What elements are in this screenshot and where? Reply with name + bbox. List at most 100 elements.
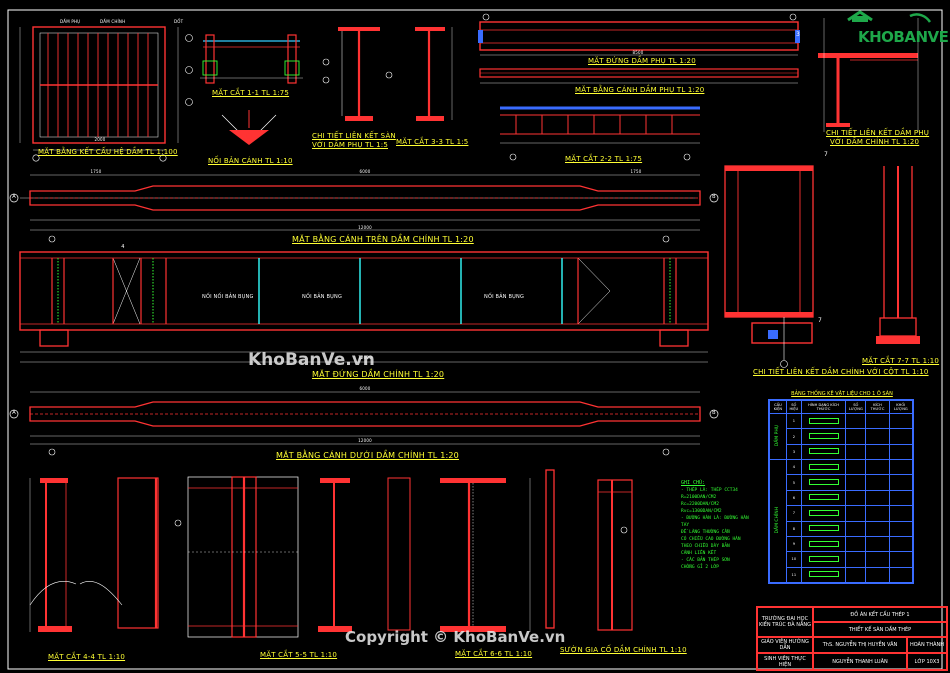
shape-cell [800, 566, 847, 584]
note-line: Rvc=1300DAN/CM2 [681, 509, 722, 514]
axis-7-top: 7 [823, 151, 829, 158]
table-cell [845, 489, 867, 507]
axis-a-bottom: A [12, 410, 16, 416]
axis-a-top: A [12, 194, 16, 200]
title-chi-tiet-lien-ket-san-1: CHI TIẾT LIÊN KẾT SÀN [312, 132, 396, 140]
table-row: 7 [770, 505, 914, 522]
note-line: CÓ CHIỀU CAO ĐƯỜNG HÀN [681, 537, 741, 542]
table-cell: 8 [785, 520, 802, 537]
shape-glyph [808, 571, 839, 578]
label-noi-noi-ban-bung: NỐI NỐI BẢN BỤNG [202, 294, 254, 300]
title-mat-cat-6-6: MẶT CẮT 6-6 TL 1:10 [455, 650, 533, 658]
table-cell [865, 535, 890, 553]
table-cell [888, 489, 914, 507]
shape-glyph [808, 509, 839, 516]
table-cell: 4 [785, 459, 802, 476]
group-label: DẦM PHỤ [775, 425, 781, 447]
title-mat-bang-canh-dam-phu: MẶT BẰNG CÁNH DẦM PHỤ TL 1:20 [575, 86, 705, 94]
table-cell: 1 [785, 412, 802, 430]
table-cell [845, 535, 867, 553]
axis-3-secondary: 3 [795, 31, 801, 38]
table-cell [845, 412, 867, 430]
shape-glyph [808, 417, 839, 424]
table-cell [845, 474, 867, 491]
dim-2000-plan: 2000 [94, 137, 106, 142]
dim-6000-bottom: 6000 [359, 386, 371, 391]
table-row: DẦM CHÍNH 4 [769, 459, 914, 583]
dim-12000-elev: 12000 [358, 355, 372, 360]
section-4-4 [29, 477, 159, 632]
table-cell [845, 566, 867, 584]
title-mat-dung-dam-chinh: MẶT ĐỨNG DẦM CHÍNH TL 1:20 [312, 370, 445, 379]
title-mat-dung-dam-phu: MẶT ĐỨNG DẦM PHỤ TL 1:20 [588, 57, 696, 65]
title-mat-cat-1-1: MẶT CẮT 1-1 TL 1:75 [212, 89, 290, 97]
table-cell [888, 412, 914, 430]
main-beam-elevation [19, 251, 709, 363]
section-5-5 [174, 476, 299, 638]
note-line: CHỐNG GỈ 2 LỚP [681, 565, 719, 570]
watermark-center: KhoBanVe.vn [248, 350, 375, 370]
table-header: KHỐI LƯỢNG [888, 400, 914, 414]
notes-block: GHI CHÚ: - THÉP LÀ: THÉP CCT34 R=2100DAN… [681, 480, 753, 571]
table-cell: 7 [785, 505, 802, 522]
table-row: 10 [770, 551, 914, 568]
stiffener-detail [545, 469, 633, 631]
table-cell [865, 551, 890, 568]
dim-8500-secondary: 8500 [632, 50, 644, 55]
table-cell [845, 520, 867, 537]
shape-glyph [808, 463, 839, 470]
group-cell: DẦM PHỤ [769, 412, 787, 461]
axis-b-top: B [712, 194, 716, 200]
material-table-title: BẢNG THỐNG KÊ VẬT LIỆU CHO 1 Ô SÀN [791, 391, 893, 397]
table-header: CẤU KIỆN [769, 400, 787, 414]
dim-1750-top-left: 1750 [90, 169, 102, 174]
table-cell [865, 489, 890, 507]
flange-splice-detail [221, 110, 277, 145]
label-noi-ban-bung-1: NỐI BẢN BỤNG [302, 294, 343, 300]
secondary-main-connection [818, 18, 919, 132]
shape-cell [800, 535, 847, 553]
svth-label: SINH VIÊN THỰC HIỆN [757, 653, 813, 670]
project-line-2: THIẾT KẾ SÀN DẦM THÉP [813, 622, 947, 637]
table-cell: 2 [785, 428, 802, 445]
table-cell [845, 551, 867, 568]
shape-cell [800, 551, 847, 568]
table-cell [888, 459, 914, 476]
shape-cell [800, 443, 847, 461]
gvhd-label: GIÁO VIÊN HƯỚNG DẪN [757, 637, 813, 653]
note-line: - CÁC BẢN THÉP SƠN [681, 558, 730, 563]
table-cell [888, 505, 914, 522]
title-mat-cat-2-2: MẶT CẮT 2-2 TL 1:75 [565, 155, 643, 163]
table-header: SỐ LƯỢNG [845, 400, 867, 414]
main-beam-top-flange-plan [9, 174, 719, 243]
label-noi-ban-bung-2: NỐI BẢN BỤNG [484, 294, 525, 300]
table-cell: 5 [785, 474, 802, 491]
group-cell: DẦM CHÍNH [769, 459, 787, 583]
table-cell [865, 505, 890, 522]
floor-framing-plan [19, 26, 193, 162]
label-dot: DỐT [174, 19, 184, 24]
table-cell [845, 443, 867, 461]
shape-glyph [808, 540, 839, 547]
section-6-6 [318, 477, 531, 632]
section-1-1 [200, 34, 303, 84]
table-cell: 6 [785, 489, 802, 507]
slab-connection-detail [322, 27, 380, 121]
title-chi-tiet-lk-dam-phu-1: CHI TIẾT LIÊN KẾT DẦM PHỤ [826, 129, 930, 137]
table-cell [865, 428, 890, 445]
table-row: DẦM PHỤ 1 [769, 412, 914, 461]
shape-glyph [808, 525, 839, 532]
table-cell [888, 428, 914, 445]
title-noi-ban-canh: NỐI BẢN CÁNH TL 1:10 [208, 157, 293, 165]
title-mat-cat-5-5: MẶT CẮT 5-5 TL 1:10 [260, 651, 338, 659]
table-header: HÌNH DẠNG KÍCH THƯỚC [800, 400, 847, 414]
secondary-beam-elevation [478, 13, 800, 56]
axis-4-marker: 4 [121, 244, 125, 250]
section-7-7 [724, 165, 920, 368]
table-cell [888, 520, 914, 537]
shape-glyph [808, 479, 839, 486]
table-row: 5 [770, 474, 914, 491]
group-label: DẦM CHÍNH [775, 507, 781, 534]
shape-glyph [808, 433, 839, 440]
